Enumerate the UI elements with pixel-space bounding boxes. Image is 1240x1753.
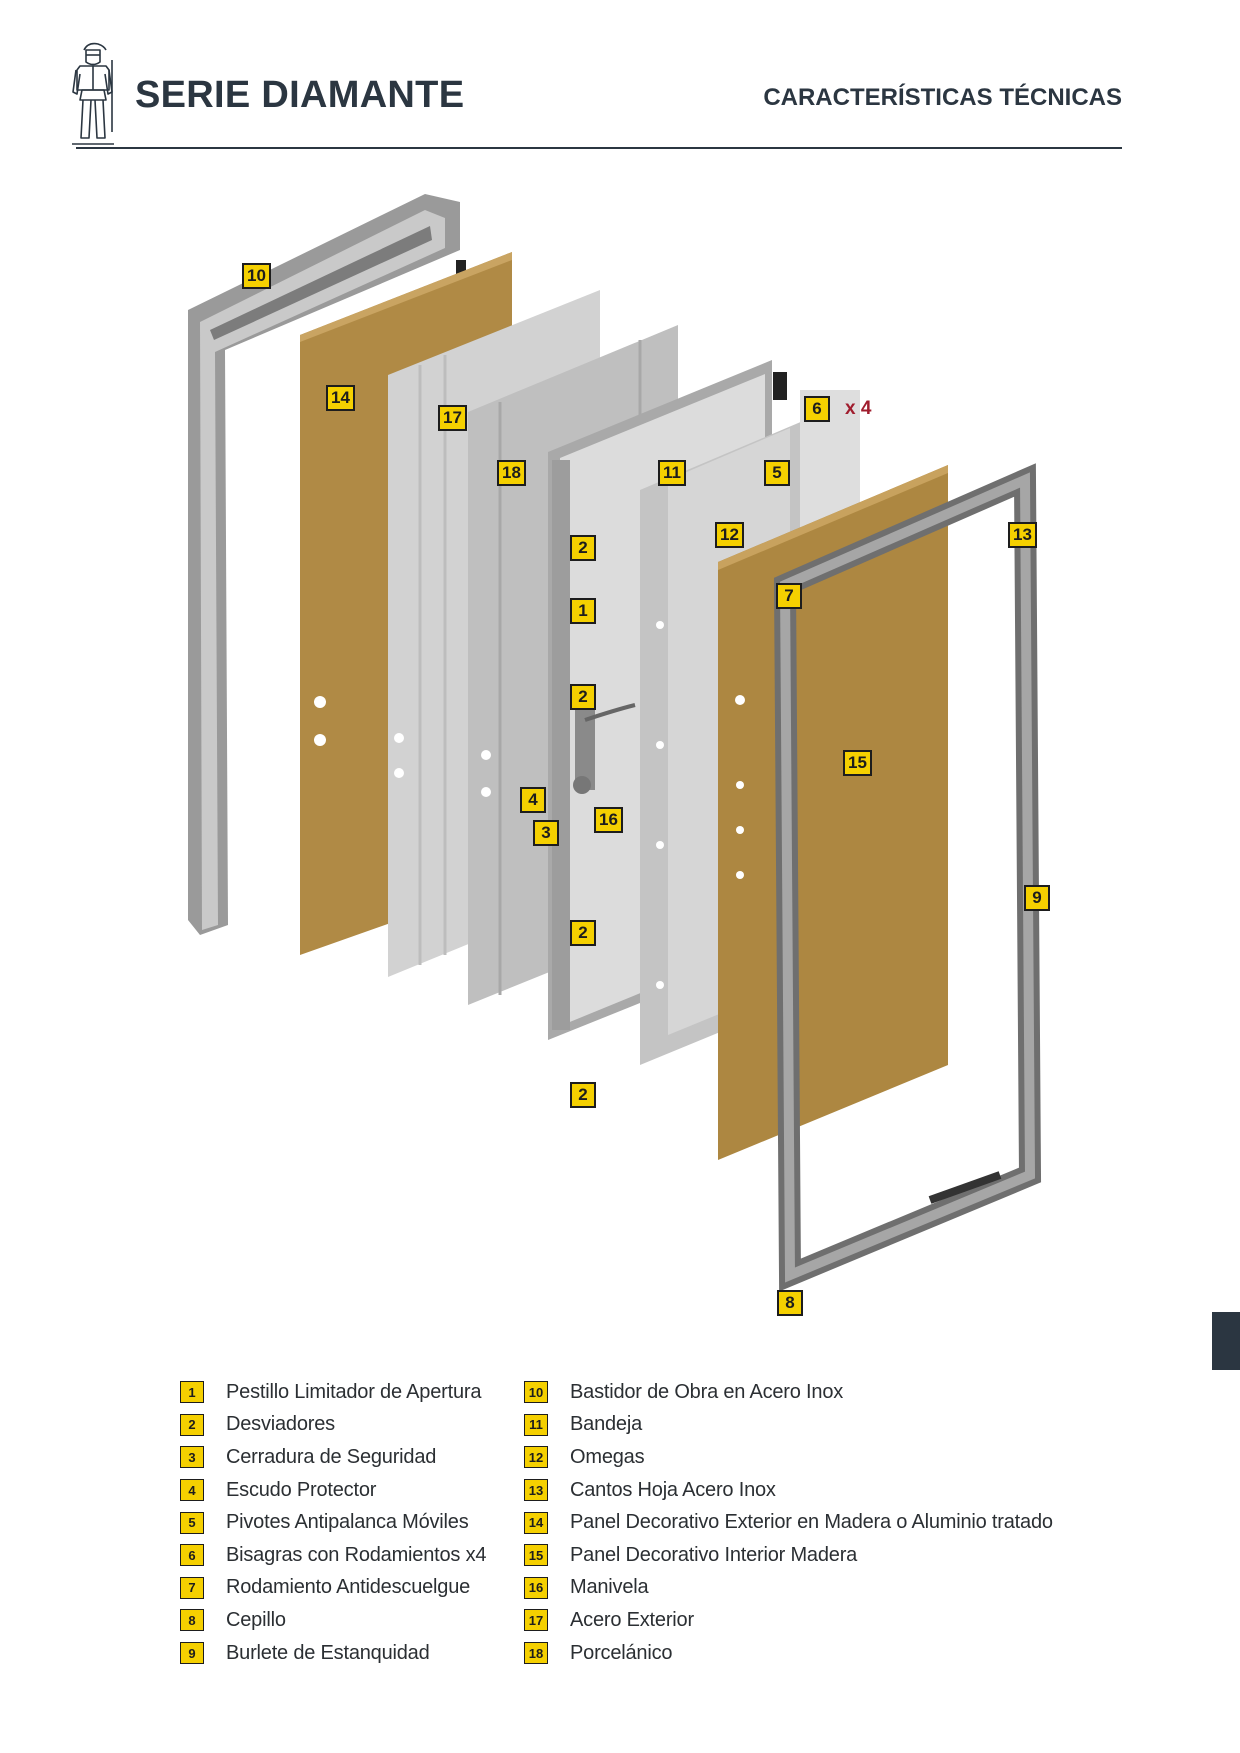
callout-2: 2: [570, 920, 596, 946]
legend-badge: 6: [180, 1544, 204, 1567]
legend-badge: 4: [180, 1479, 204, 1502]
callout-12: 12: [715, 522, 744, 548]
legend-label: Pestillo Limitador de Apertura: [226, 1380, 482, 1403]
legend-left-column: 1 Pestillo Limitador de Apertura 2 Desviad…: [180, 1376, 486, 1669]
frame-component-10: [188, 194, 466, 935]
legend-badge: 17: [524, 1609, 548, 1632]
legend-right-column: 10 Bastidor de Obra en Acero Inox 11 Bande…: [524, 1376, 1053, 1669]
callout-17: 17: [438, 405, 467, 431]
legend-label: Cerradura de Seguridad: [226, 1445, 437, 1468]
legend-item: 17 Acero Exterior: [524, 1604, 1053, 1637]
legend-badge: 8: [180, 1609, 204, 1632]
legend-badge: 1: [180, 1381, 204, 1404]
callout-10: 10: [242, 263, 271, 289]
legend-badge: 16: [524, 1576, 548, 1599]
hinge-multiplier: x 4: [845, 398, 872, 419]
legend-item: 12 Omegas: [524, 1441, 1053, 1474]
legend-label: Panel Decorativo Exterior en Madera o Al…: [570, 1511, 1053, 1534]
legend-label: Bisagras con Rodamientos x4: [226, 1543, 487, 1566]
legend-badge: 11: [524, 1413, 548, 1436]
legend-item: 9 Burlete de Estanquidad: [180, 1637, 486, 1670]
legend-label: Bandeja: [570, 1413, 642, 1436]
legend-item: 15 Panel Decorativo Interior Madera: [524, 1539, 1053, 1572]
callout-11: 11: [658, 460, 686, 486]
legend-item: 5 Pivotes Antipalanca Móviles: [180, 1506, 486, 1539]
page-title: SERIE DIAMANTE: [135, 74, 465, 116]
callout-7: 7: [776, 583, 802, 609]
callout-5: 5: [764, 460, 790, 486]
legend-item: 16 Manivela: [524, 1572, 1053, 1605]
legend-item: 13 Cantos Hoja Acero Inox: [524, 1474, 1053, 1507]
hinge-component-6: [773, 372, 787, 400]
legend-item: 8 Cepillo: [180, 1604, 486, 1637]
legend-item: 6 Bisagras con Rodamientos x4: [180, 1539, 486, 1572]
side-page-tab: [1212, 1312, 1240, 1370]
legend-item: 14 Panel Decorativo Exterior en Madera o …: [524, 1506, 1053, 1539]
callout-8: 8: [777, 1290, 803, 1316]
callout-9: 9: [1024, 885, 1050, 911]
callout-15: 15: [843, 750, 872, 776]
callout-3: 3: [533, 820, 559, 846]
exploded-door-diagram: 10 14 17 18 11 5 6 x 4 12 13 2 1 7 2 15 …: [0, 190, 1240, 1340]
callout-1: 1: [570, 598, 596, 624]
legend-badge: 12: [524, 1446, 548, 1469]
callout-13: 13: [1008, 522, 1037, 548]
section-title: CARACTERÍSTICAS TÉCNICAS: [763, 84, 1122, 111]
callout-4: 4: [520, 787, 546, 813]
legend-item: 3 Cerradura de Seguridad: [180, 1441, 486, 1474]
legend-label: Acero Exterior: [570, 1608, 694, 1631]
legend-item: 1 Pestillo Limitador de Apertura: [180, 1376, 486, 1409]
legend-badge: 15: [524, 1544, 548, 1567]
legend-label: Porcelánico: [570, 1641, 673, 1664]
legend-badge: 10: [524, 1381, 548, 1404]
legend-label: Rodamiento Antidescuelgue: [226, 1576, 471, 1599]
callout-2: 2: [570, 1082, 596, 1108]
legend-badge: 18: [524, 1642, 548, 1665]
legend-item: 18 Porcelánico: [524, 1637, 1053, 1670]
legend-label: Manivela: [570, 1576, 649, 1599]
callout-18: 18: [497, 460, 526, 486]
legend-label: Panel Decorativo Interior Madera: [570, 1543, 858, 1566]
legend-label: Bastidor de Obra en Acero Inox: [570, 1380, 844, 1403]
callout-16: 16: [594, 807, 623, 833]
legend-badge: 13: [524, 1479, 548, 1502]
legend-label: Pivotes Antipalanca Móviles: [226, 1511, 469, 1534]
callout-2: 2: [570, 535, 596, 561]
legend-badge: 14: [524, 1511, 548, 1534]
legend-badge: 5: [180, 1511, 204, 1534]
legend-label: Cantos Hoja Acero Inox: [570, 1478, 776, 1501]
legend-label: Escudo Protector: [226, 1478, 377, 1501]
callout-6: 6: [804, 396, 830, 422]
legend-item: 10 Bastidor de Obra en Acero Inox: [524, 1376, 1053, 1409]
legend-label: Cepillo: [226, 1608, 286, 1631]
legend-label: Burlete de Estanquidad: [226, 1641, 430, 1664]
legend-badge: 2: [180, 1413, 204, 1436]
knight-armor-icon: [70, 40, 116, 148]
legend-label: Omegas: [570, 1445, 645, 1468]
callout-14: 14: [326, 385, 355, 411]
callout-2: 2: [570, 684, 596, 710]
legend-item: 2 Desviadores: [180, 1409, 486, 1442]
legend-label: Desviadores: [226, 1413, 335, 1436]
legend-item: 11 Bandeja: [524, 1409, 1053, 1442]
door-components-illustration: [188, 194, 1042, 1292]
legend-badge: 3: [180, 1446, 204, 1469]
legend-item: 7 Rodamiento Antidescuelgue: [180, 1572, 486, 1605]
legend-badge: 7: [180, 1576, 204, 1599]
legend-badge: 9: [180, 1642, 204, 1665]
header-divider: [76, 147, 1122, 149]
legend-item: 4 Escudo Protector: [180, 1474, 486, 1507]
edge-frame-component-13: [773, 463, 1042, 1292]
